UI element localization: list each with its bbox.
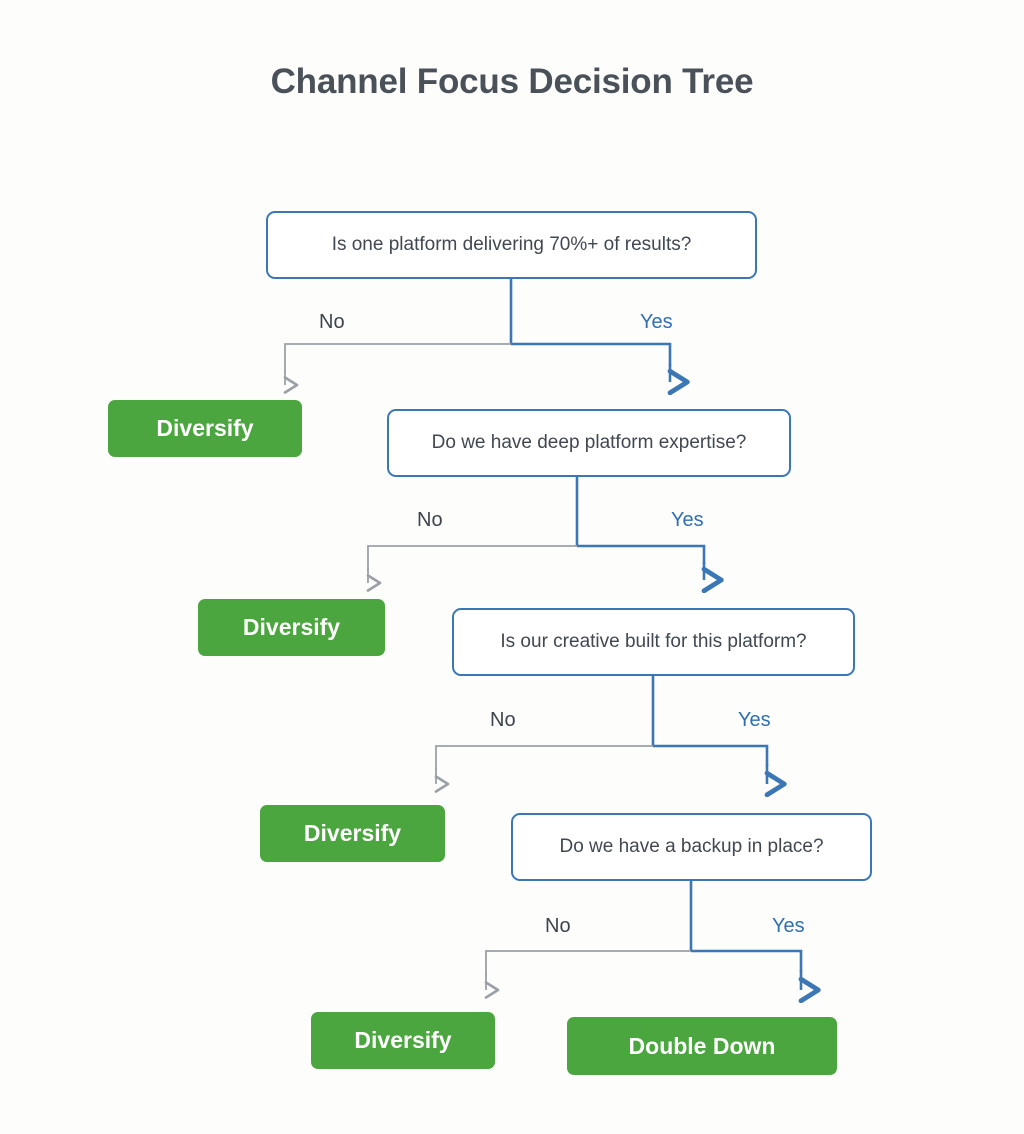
connector-d3-yes xyxy=(653,744,769,766)
branch-label-level4-yes: Yes xyxy=(772,915,805,937)
connector-d1-no xyxy=(284,343,511,372)
outcome-node-diversify-3[interactable]: Diversify xyxy=(260,805,445,862)
branch-label-level2-no: No xyxy=(417,509,443,531)
connector-d3-no xyxy=(435,745,653,770)
branch-label-level4-no: No xyxy=(545,915,571,937)
outcome-node-double-down[interactable]: Double Down xyxy=(567,1017,837,1075)
decision-node-3[interactable]: Is our creative built for this platform? xyxy=(452,608,855,676)
outcome-node-diversify-4[interactable]: Diversify xyxy=(311,1012,495,1069)
branch-label-level1-yes: Yes xyxy=(640,311,673,333)
connector-d2-yes xyxy=(577,544,706,564)
decision-node-2[interactable]: Do we have deep platform expertise? xyxy=(387,409,791,477)
outcome-node-diversify-1[interactable]: Diversify xyxy=(108,400,302,457)
decision-node-4[interactable]: Do we have a backup in place? xyxy=(511,813,872,881)
page-title: Channel Focus Decision Tree xyxy=(270,62,754,101)
branch-label-level1-no: No xyxy=(319,311,345,333)
branch-label-level2-yes: Yes xyxy=(671,509,704,531)
branch-label-level3-yes: Yes xyxy=(738,709,771,731)
connector-d1-yes xyxy=(511,342,672,366)
connector-d4-yes xyxy=(691,949,803,972)
decision-node-1[interactable]: Is one platform delivering 70%+ of resul… xyxy=(266,211,757,279)
connector-d4-no xyxy=(485,950,691,976)
branch-label-level3-no: No xyxy=(490,709,516,731)
connector-d2-no xyxy=(367,545,577,570)
outcome-node-diversify-2[interactable]: Diversify xyxy=(198,599,385,656)
